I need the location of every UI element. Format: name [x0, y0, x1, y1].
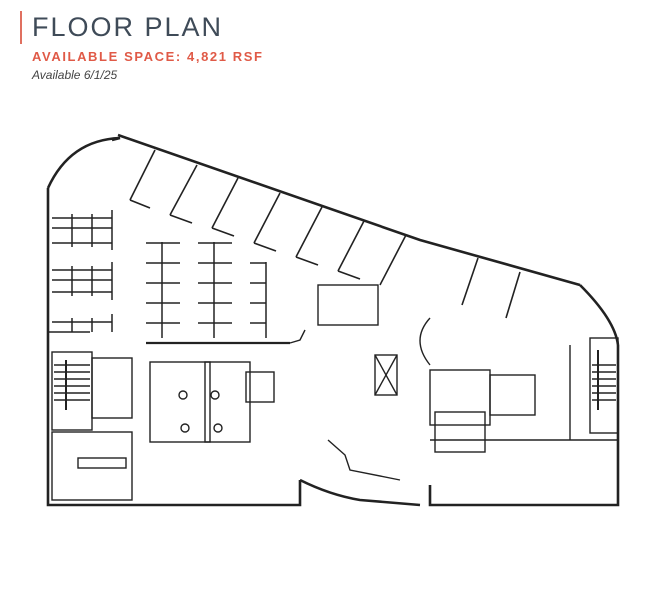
- left-stairwell: [51, 351, 133, 501]
- accent-bar: [20, 11, 22, 44]
- perimeter-offices: [129, 149, 521, 319]
- left-workstations: [48, 210, 113, 333]
- central-core: [289, 284, 536, 481]
- availability-date: Available 6/1/25: [32, 68, 118, 82]
- available-space-label: AVAILABLE SPACE: 4,821 RSF: [32, 49, 264, 64]
- center-workstations: [146, 242, 290, 345]
- floor-plan-drawing: [0, 100, 658, 588]
- right-stairwell: [430, 337, 619, 441]
- page-title: FLOOR PLAN: [32, 12, 224, 42]
- outer-walls: [46, 133, 620, 507]
- restrooms: [149, 361, 275, 443]
